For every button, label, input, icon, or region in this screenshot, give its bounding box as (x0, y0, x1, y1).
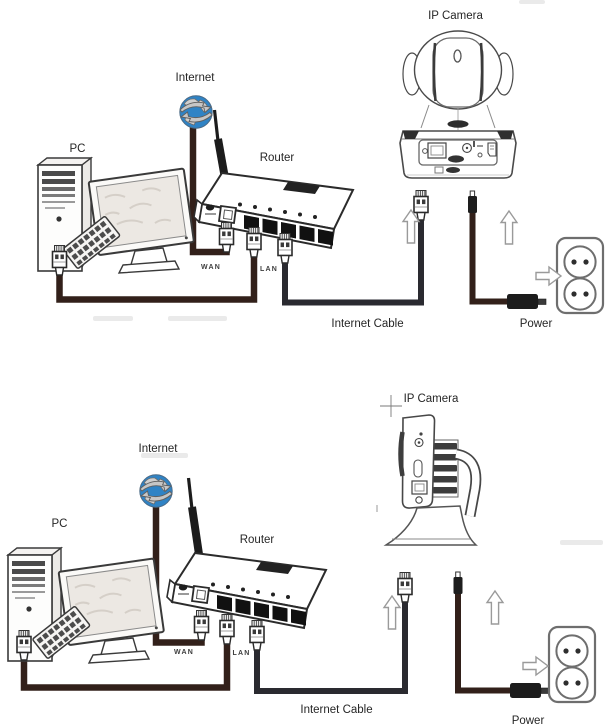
lan-label: LAN (233, 650, 251, 657)
scan-artifacts (93, 0, 603, 545)
power-tip-connector (453, 571, 463, 595)
ip-camera-illustration (377, 395, 476, 545)
arrow-up-icon (383, 595, 401, 630)
pc-to-lan-cable (20, 636, 231, 691)
power-label: Power (512, 715, 545, 727)
internet-cable-label: Internet Cable (331, 318, 403, 330)
diagram-bottom: IP Camera Internet PC Router WAN LAN Int… (7, 393, 597, 727)
arrow-right-icon (522, 656, 549, 676)
wall-outlet (547, 625, 597, 704)
pc-label: PC (70, 143, 86, 155)
ip-camera-label: IP Camera (404, 393, 459, 405)
router-label: Router (260, 152, 295, 164)
dc-plug (506, 293, 547, 310)
power-cable (455, 590, 511, 694)
lan-plug (219, 613, 235, 645)
ip-camera-illustration (398, 29, 518, 180)
internet-cable-label: Internet Cable (300, 704, 372, 716)
power-tip-connector (467, 190, 478, 214)
camera-ethernet-plug (397, 571, 413, 603)
internet-label: Internet (176, 72, 216, 84)
router-illustration (193, 172, 354, 249)
pc-label: PC (52, 518, 68, 530)
camera-ethernet-cable (282, 215, 424, 306)
internet-globe-icon (139, 474, 173, 508)
wan-label: WAN (201, 264, 221, 271)
router-antenna (212, 109, 220, 142)
router-label: Router (240, 534, 275, 546)
diagram-top: IP Camera Internet PC Router WAN LAN Int… (37, 10, 605, 330)
router-antenna (186, 477, 194, 510)
internet-label: Internet (139, 443, 179, 455)
arrow-up-icon (486, 590, 504, 625)
internet-globe-icon (179, 95, 213, 129)
wan-plug (193, 609, 210, 641)
camera-ethernet-cable (254, 598, 408, 694)
camera-ethernet-plug (413, 189, 429, 221)
arrow-up-icon (402, 209, 420, 244)
arrow-up-icon (500, 210, 518, 245)
power-label: Power (520, 318, 553, 330)
power-cable (469, 210, 508, 305)
wan-label: WAN (174, 649, 194, 656)
pc-to-lan-cable (56, 249, 258, 303)
lan-plug (246, 226, 262, 258)
lan-plug-2 (277, 232, 293, 264)
wall-outlet (555, 236, 605, 315)
lan-plug-2 (249, 619, 265, 651)
router-illustration (166, 552, 327, 629)
wan-plug (218, 221, 235, 253)
lan-label: LAN (260, 266, 278, 273)
dc-plug (509, 682, 550, 699)
ip-camera-label: IP Camera (428, 10, 483, 22)
